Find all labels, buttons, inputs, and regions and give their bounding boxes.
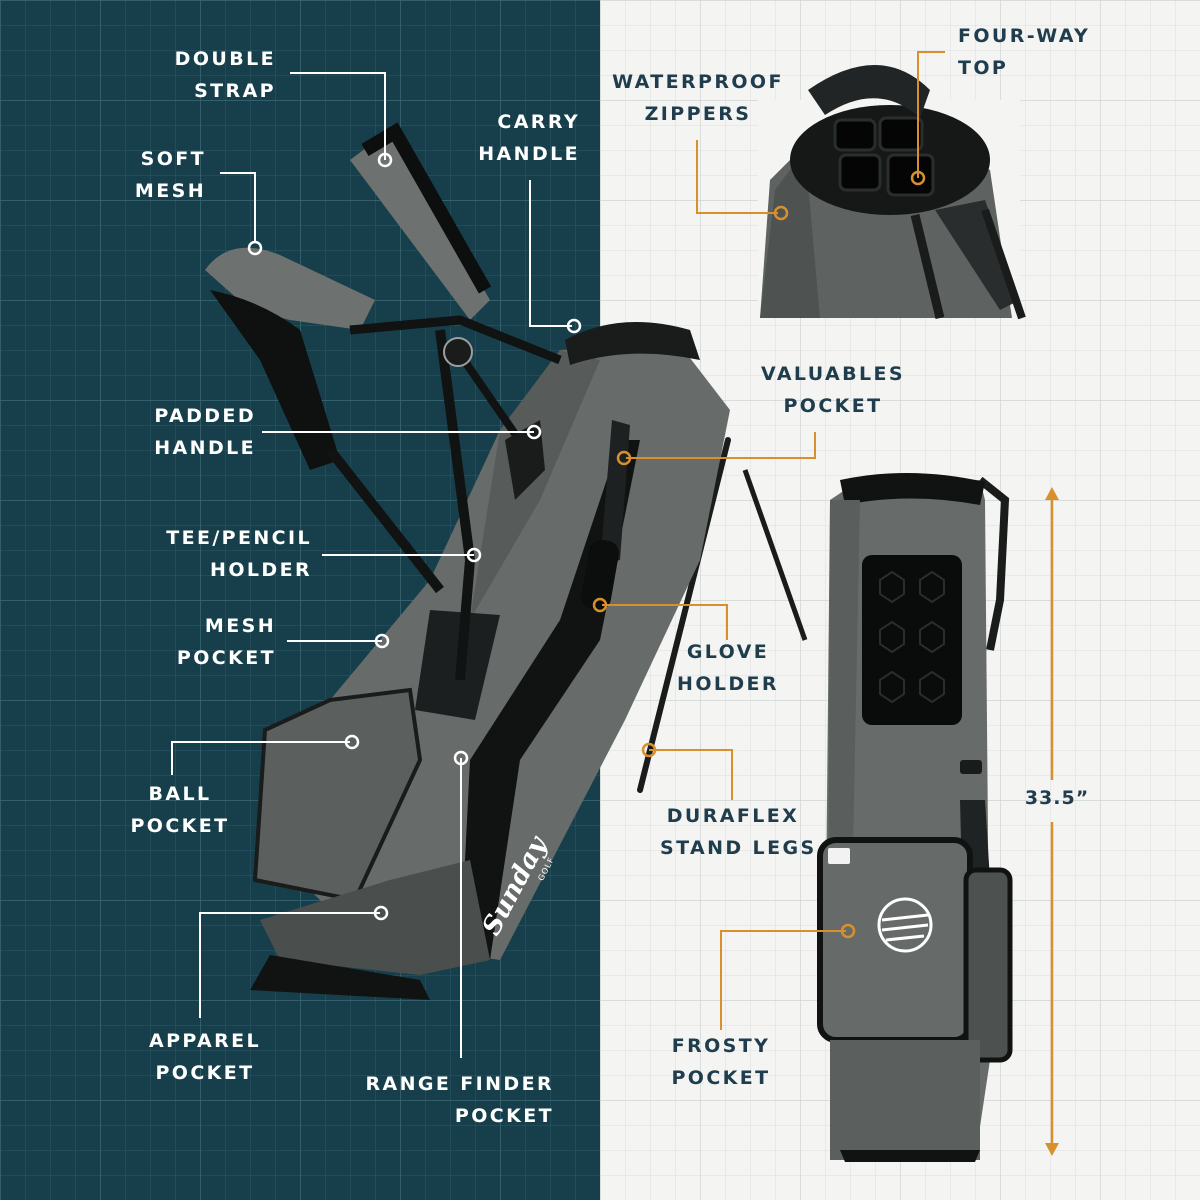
dot-double-strap (377, 152, 393, 168)
leader-carry-handle (529, 180, 572, 327)
dot-carry-handle (566, 318, 582, 334)
height-dimension-label: 33.5” (1024, 787, 1090, 809)
leader-waterproof-zippers (696, 140, 778, 214)
leader-lines-orange (602, 51, 945, 1030)
dot-soft-mesh (247, 240, 263, 256)
dot-padded-handle (526, 424, 542, 440)
dot-frosty-pocket (840, 923, 856, 939)
dot-tee-pencil (466, 547, 482, 563)
dot-ball-pocket (344, 734, 360, 750)
leader-lines-white (171, 72, 572, 1058)
dot-valuables-pocket (616, 450, 632, 466)
main-bag: Sunday GOLF (205, 122, 808, 1000)
dot-glove-holder (592, 597, 608, 613)
dot-range-finder (453, 750, 469, 766)
dot-duraflex-legs (641, 742, 657, 758)
front-view-bag (817, 472, 1013, 1162)
top-view-bag (758, 65, 1026, 320)
leader-soft-mesh (220, 172, 256, 243)
height-dimension-arrow (1045, 487, 1059, 1156)
dot-waterproof-zippers (773, 205, 789, 221)
leader-frosty-pocket (720, 930, 846, 1030)
leader-valuables-pocket (626, 432, 816, 459)
leader-double-strap (290, 72, 386, 160)
dot-four-way-top (910, 170, 926, 186)
dot-mesh-pocket (374, 633, 390, 649)
dot-apparel-pocket (373, 905, 389, 921)
leader-glove-holder (602, 604, 728, 640)
leader-duraflex-legs (649, 749, 733, 800)
leader-ball-pocket (171, 741, 350, 775)
leader-apparel-pocket (199, 912, 380, 1018)
leader-four-way-top (917, 51, 945, 178)
